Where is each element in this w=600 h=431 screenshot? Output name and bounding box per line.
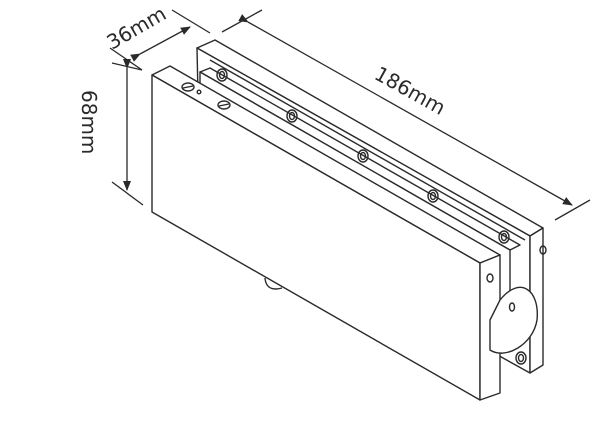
pivot-hinge bbox=[264, 245, 547, 365]
length-label: 186mm bbox=[371, 61, 450, 119]
dimension-height bbox=[111, 59, 144, 206]
height-label: 68mm bbox=[77, 90, 101, 154]
screws bbox=[181, 82, 231, 110]
dimension-length bbox=[221, 9, 591, 221]
depth-label: 36mm bbox=[103, 1, 171, 54]
